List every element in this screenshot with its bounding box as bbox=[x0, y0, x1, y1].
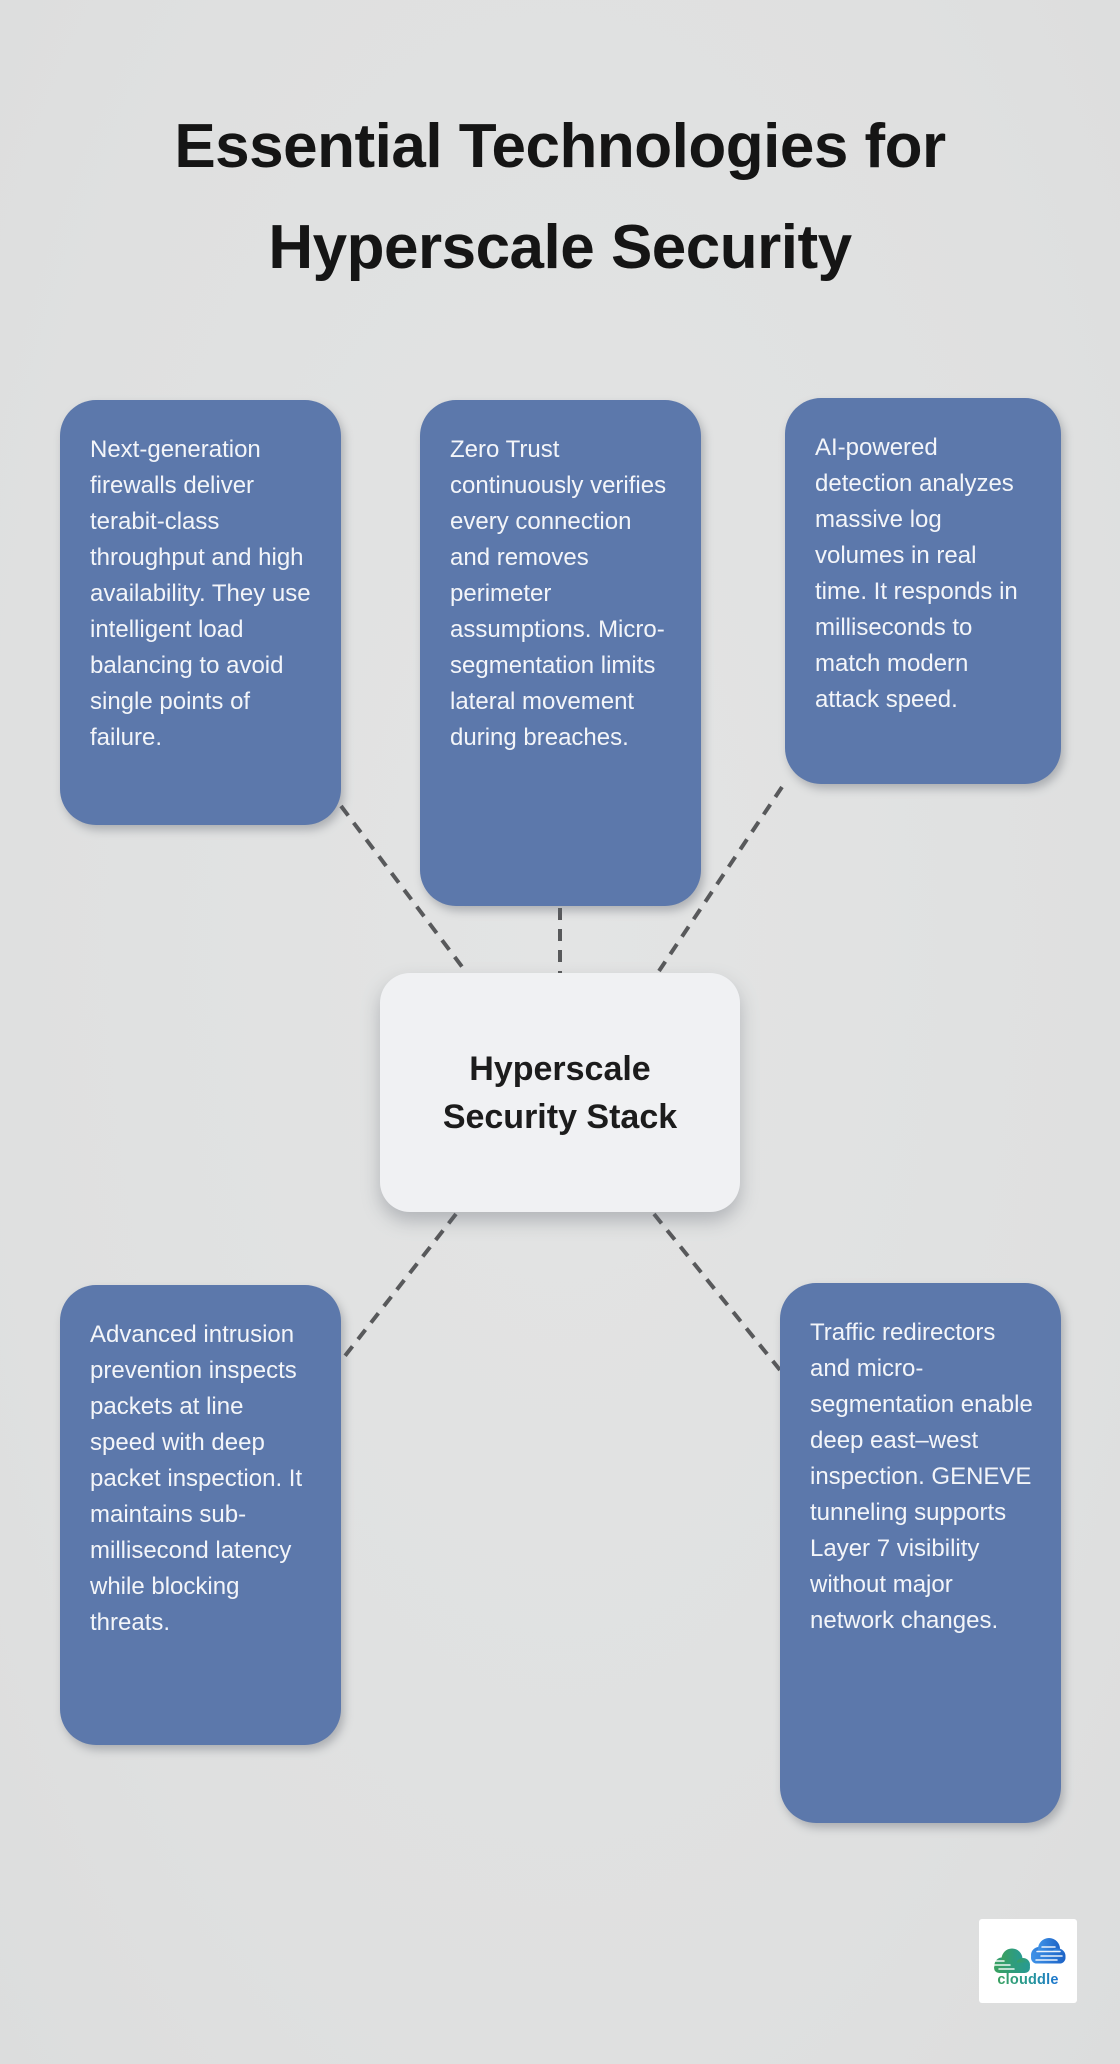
connector-next-gen-firewalls bbox=[339, 804, 468, 974]
node-intrusion-prevention: Advanced intrusion prevention inspects p… bbox=[60, 1285, 341, 1745]
page-title: Essential Technologies for Hyperscale Se… bbox=[174, 112, 946, 282]
clouddle-clouds-icon: clouddle bbox=[990, 1938, 1066, 1988]
node-text: Next-generation firewalls deliver terabi… bbox=[90, 436, 311, 751]
node-text: Advanced intrusion prevention inspects p… bbox=[90, 1321, 303, 1636]
node-text: Traffic redirectors and micro-segmentati… bbox=[810, 1319, 1033, 1634]
node-zero-trust: Zero Trust continuously verifies every c… bbox=[420, 400, 701, 906]
node-next-gen-firewalls: Next-generation firewalls deliver terabi… bbox=[60, 400, 341, 825]
clouddle-logo: clouddle bbox=[979, 1919, 1077, 2003]
connector-intrusion-prevention bbox=[339, 1212, 458, 1363]
node-text: AI-powered detection analyzes massive lo… bbox=[815, 434, 1018, 713]
center-node-hyperscale-security-stack: Hyperscale Security Stack bbox=[380, 973, 740, 1212]
node-ai-powered-detection: AI-powered detection analyzes massive lo… bbox=[785, 398, 1061, 784]
connector-ai-powered-detection bbox=[657, 785, 784, 973]
clouddle-wordmark: clouddle bbox=[997, 1972, 1058, 1988]
node-traffic-redirectors: Traffic redirectors and micro-segmentati… bbox=[780, 1283, 1061, 1823]
connector-traffic-redirectors bbox=[652, 1212, 782, 1372]
center-node-label: Hyperscale Security Stack bbox=[442, 1049, 678, 1136]
node-text: Zero Trust continuously verifies every c… bbox=[450, 436, 667, 751]
